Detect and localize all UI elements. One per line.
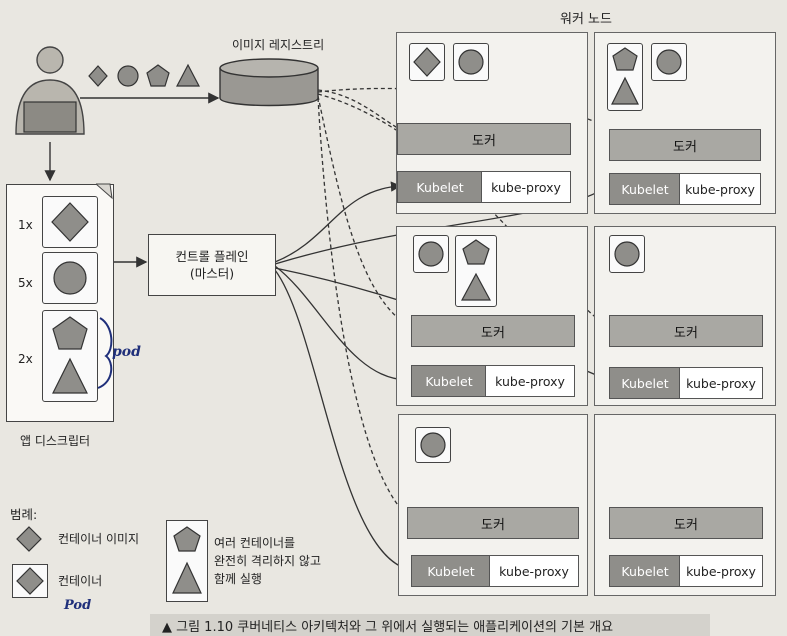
worker-node-6: 도커 Kubelet kube-proxy xyxy=(594,414,776,596)
worker-node-label: 워커 노드 xyxy=(560,12,612,27)
pod xyxy=(651,43,687,81)
kube-proxy: kube-proxy xyxy=(489,555,579,587)
pod xyxy=(409,43,445,81)
figure-caption: ▲ 그림 1.10 쿠버네티스 아키텍처와 그 위에서 실행되는 애플리케이션의… xyxy=(150,614,710,636)
pod xyxy=(413,235,449,273)
control-plane: 컨트롤 플레인 (마스터) xyxy=(148,234,276,296)
pod-pentagon-triangle xyxy=(42,310,98,402)
kube-proxy: kube-proxy xyxy=(485,365,575,397)
legend-container: 컨테이너 xyxy=(58,574,103,588)
kube-proxy: kube-proxy xyxy=(481,171,571,203)
pod xyxy=(453,43,489,81)
pull-node3 xyxy=(317,95,414,329)
diamond-icon xyxy=(413,47,441,77)
container-images-icon xyxy=(88,63,200,87)
registry-label: 이미지 레지스트리 xyxy=(232,38,325,52)
kubelet: Kubelet xyxy=(411,555,491,587)
circle-icon xyxy=(418,241,444,267)
legend-container-image: 컨테이너 이미지 xyxy=(58,532,140,546)
kubelet: Kubelet xyxy=(397,171,483,203)
replica-1x: 1x xyxy=(18,218,33,232)
legend-pod-line1: 여러 컨테이너를 xyxy=(214,536,296,550)
kube-proxy: kube-proxy xyxy=(679,367,763,399)
worker-node-2: 도커 Kubelet kube-proxy xyxy=(594,32,776,214)
worker-node-4: 도커 Kubelet kube-proxy xyxy=(594,226,776,406)
replica-5x: 5x xyxy=(18,276,33,290)
worker-node-5: 도커 Kubelet kube-proxy xyxy=(398,414,588,596)
database-icon xyxy=(219,58,319,107)
circle-icon xyxy=(656,49,682,75)
kubelet: Kubelet xyxy=(609,555,681,587)
worker-node-1: 도커 Kubelet kube-proxy xyxy=(396,32,588,214)
pentagon-triangle-icon xyxy=(172,526,202,594)
docker-runtime: 도커 xyxy=(609,129,761,161)
legend-pod-line2: 완전히 격리하지 않고 xyxy=(214,554,321,568)
pod xyxy=(415,427,451,463)
docker-runtime: 도커 xyxy=(407,507,579,539)
cp-to-node1 xyxy=(274,181,402,263)
worker-node-3: 도커 Kubelet kube-proxy xyxy=(396,226,588,406)
developer-icon xyxy=(15,46,85,135)
kube-proxy: kube-proxy xyxy=(679,173,761,205)
pentagon-triangle-icon xyxy=(52,316,88,394)
pod xyxy=(455,235,497,307)
diamond-icon xyxy=(16,567,44,595)
diamond-icon xyxy=(51,202,89,242)
pod-diamond xyxy=(42,196,98,248)
handwritten-pod-note: pod xyxy=(112,344,141,360)
cp-to-node3 xyxy=(274,265,410,386)
pod xyxy=(609,235,645,273)
legend-image-icon xyxy=(16,526,42,552)
docker-runtime: 도커 xyxy=(397,123,571,155)
legend-container-box xyxy=(12,564,48,598)
pentagon-triangle-icon xyxy=(460,239,492,301)
legend-pod-line3: 함께 실행 xyxy=(214,572,262,586)
docker-runtime: 도커 xyxy=(411,315,575,347)
control-plane-title: 컨트롤 플레인 xyxy=(175,249,249,264)
legend-pod-box xyxy=(166,520,208,602)
pull-node5 xyxy=(317,97,414,521)
docker-runtime: 도커 xyxy=(609,315,763,347)
handwritten-brace xyxy=(97,317,113,389)
pentagon-triangle-icon xyxy=(611,47,639,105)
legend-title: 범례: xyxy=(10,507,38,522)
pod-circle xyxy=(42,252,98,304)
app-descriptor-label: 앱 디스크립터 xyxy=(20,434,91,448)
kube-proxy: kube-proxy xyxy=(679,555,763,587)
pod xyxy=(607,43,643,111)
control-plane-subtitle: (마스터) xyxy=(189,266,235,281)
kubelet: Kubelet xyxy=(609,367,681,399)
circle-icon xyxy=(420,432,446,458)
circle-icon xyxy=(53,261,87,295)
kubelet: Kubelet xyxy=(609,173,681,205)
circle-icon xyxy=(458,49,484,75)
handwritten-pod-note-2: Pod xyxy=(64,598,92,613)
kubelet: Kubelet xyxy=(411,365,487,397)
cp-to-node5 xyxy=(274,269,414,574)
circle-icon xyxy=(614,241,640,267)
docker-runtime: 도커 xyxy=(609,507,763,539)
page-fold-icon xyxy=(96,183,113,200)
replica-2x: 2x xyxy=(18,352,33,366)
